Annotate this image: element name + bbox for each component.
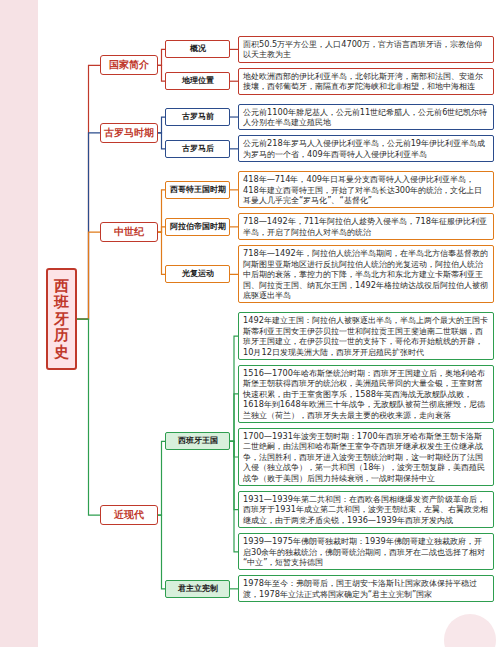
content-text: 地处欧洲西部的伊比利亚半岛，北邻比斯开湾，南部和法国、安道尔接壤，西邻葡萄牙，南… — [243, 71, 489, 92]
subtopic-box: 西哥特王国时期 — [165, 181, 230, 199]
root-topic: 西班牙历史 — [46, 268, 77, 371]
branch-connector — [230, 81, 238, 82]
content-box: 1931—1939年第二共和国：在西欧各国相继爆发资产阶级革命后，西班牙于193… — [238, 491, 494, 528]
content-text: 面积50.5万平方公里，人口4700万，官方语言西班牙语，宗教信仰以天主教为主 — [243, 39, 489, 60]
branch-connector — [230, 189, 238, 190]
branch-connector — [158, 515, 165, 589]
branch-connector — [230, 148, 238, 149]
period-box: 国家简介 — [100, 55, 158, 75]
branch-connector — [77, 319, 100, 515]
branch-connector — [230, 336, 238, 441]
content-text: 1700—1931年波旁王朝时期：1700年西班牙哈布斯堡王朝卡洛斯二世绝嗣，由… — [243, 431, 489, 483]
white-panel — [38, 0, 500, 647]
subtopic-box: 概况 — [165, 40, 230, 58]
branch-connector — [230, 116, 238, 117]
branch-connector — [158, 227, 165, 232]
topic-label: 中世纪 — [104, 226, 154, 238]
content-text: 1939—1975年佛朗哥独裁时期：1939年佛朗哥建立独裁政府，开启30余年的… — [243, 536, 489, 567]
branch-connector — [158, 65, 165, 81]
flower-decoration — [444, 614, 496, 647]
content-box: 1978年至今：弗朗哥后，国王胡安·卡洛斯I让国家政体保持平稳过渡，1978年立… — [238, 575, 494, 602]
content-text: 718年—1492年，阿拉伯人统治半岛期间，在半岛北方信奉基督教的阿斯图里亚斯地… — [243, 248, 489, 300]
content-text: 1492年建立王国：阿拉伯人被驱逐出半岛，半岛上两个最大的王国卡斯蒂利亚王国女王… — [243, 315, 489, 357]
subtopic-box: 地理位置 — [165, 72, 230, 90]
subtopic-box: 君主立宪制 — [165, 580, 230, 598]
topic-label: 古罗马前 — [168, 112, 227, 122]
content-box: 1939—1975年佛朗哥独裁时期：1939年佛朗哥建立独裁政府，开启30余年的… — [238, 533, 494, 570]
branch-connector — [158, 190, 165, 232]
branch-connector — [158, 117, 165, 133]
subtopic-box: 阿拉伯帝国时期 — [165, 218, 230, 236]
content-box: 718—1492年，711年阿拉伯人趁势入侵半岛，718年征服伊比利亚半岛，开启… — [238, 213, 494, 240]
branch-connector — [77, 232, 100, 319]
branch-connector — [230, 274, 238, 275]
topic-label: 君主立宪制 — [168, 584, 227, 594]
branch-connector — [230, 49, 238, 50]
branch-connector — [230, 588, 238, 589]
topic-label: 古罗马时期 — [104, 127, 154, 139]
branch-connector — [77, 133, 100, 319]
period-box: 中世纪 — [100, 222, 158, 242]
branch-connector — [158, 441, 165, 515]
topic-label: 古罗马后 — [168, 144, 227, 154]
content-box: 公元前1100年腓尼基人，公元前11世纪希腊人，公元前6世纪凯尔特人分别在半岛建… — [238, 104, 494, 131]
content-text: 418年—714年，409年日耳曼分支西哥特人入侵伊比利亚半岛，418年建立西哥… — [243, 174, 489, 205]
content-box: 面积50.5万平方公里，人口4700万，官方语言西班牙语，宗教信仰以天主教为主 — [238, 36, 494, 63]
topic-label: 概况 — [168, 44, 227, 54]
topic-label: 近现代 — [104, 509, 154, 521]
branch-connector — [230, 226, 238, 227]
content-box: 公元前218年罗马人入侵伊比利亚半岛，公元前19年伊比利亚半岛成为罗马的一个省，… — [238, 135, 494, 162]
topic-label: 国家简介 — [104, 59, 154, 71]
subtopic-box: 西班牙王国 — [165, 432, 230, 450]
topic-label: 地理位置 — [168, 76, 227, 86]
topic-label: 光复运动 — [168, 269, 227, 279]
branch-connector — [77, 65, 100, 319]
content-box: 718年—1492年，阿拉伯人统治半岛期间，在半岛北方信奉基督教的阿斯图里亚斯地… — [238, 245, 494, 303]
content-box: 地处欧洲西部的伊比利亚半岛，北邻比斯开湾，南部和法国、安道尔接壤，西邻葡萄牙，南… — [238, 68, 494, 95]
content-text: 1931—1939年第二共和国：在西欧各国相继爆发资产阶级革命后，西班牙于193… — [243, 494, 489, 525]
content-text: 公元前1100年腓尼基人，公元前11世纪希腊人，公元前6世纪凯尔特人分别在半岛建… — [243, 107, 489, 128]
content-box: 418年—714年，409年日耳曼分支西哥特人入侵伊比利亚半岛，418年建立西哥… — [238, 171, 494, 208]
topic-label: 西哥特王国时期 — [168, 185, 227, 195]
content-box: 1492年建立王国：阿拉伯人被驱逐出半岛，半岛上两个最大的王国卡斯蒂利亚王国女王… — [238, 312, 494, 360]
content-text: 公元前218年罗马人入侵伊比利亚半岛，公元前19年伊比利亚半岛成为罗马的一个省，… — [243, 138, 489, 159]
branch-connector — [158, 49, 165, 65]
topic-label: 阿拉伯帝国时期 — [168, 222, 227, 232]
period-box: 古罗马时期 — [100, 123, 158, 143]
content-text: 1516—1700年哈布斯堡统治时期：西班牙王国建立后，奥地利哈布斯堡王朝获得西… — [243, 368, 489, 420]
subtopic-box: 古罗马后 — [165, 140, 230, 158]
subtopic-box: 古罗马前 — [165, 108, 230, 126]
period-box: 近现代 — [100, 505, 158, 525]
topic-label: 西班牙历史 — [54, 278, 69, 361]
content-box: 1516—1700年哈布斯堡统治时期：西班牙王国建立后，奥地利哈布斯堡王朝获得西… — [238, 365, 494, 423]
branch-connector — [230, 394, 238, 441]
subtopic-box: 光复运动 — [165, 265, 230, 283]
branch-connector — [158, 232, 165, 274]
content-text: 1978年至今：弗朗哥后，国王胡安·卡洛斯I让国家政体保持平稳过渡，1978年立… — [243, 578, 489, 599]
branch-connector — [230, 441, 238, 551]
content-text: 718—1492年，711年阿拉伯人趁势入侵半岛，718年征服伊比利亚半岛，开启… — [243, 216, 489, 237]
branch-connector — [158, 133, 165, 149]
content-box: 1700—1931年波旁王朝时期：1700年西班牙哈布斯堡王朝卡洛斯二世绝嗣，由… — [238, 428, 494, 486]
topic-label: 西班牙王国 — [168, 436, 227, 446]
